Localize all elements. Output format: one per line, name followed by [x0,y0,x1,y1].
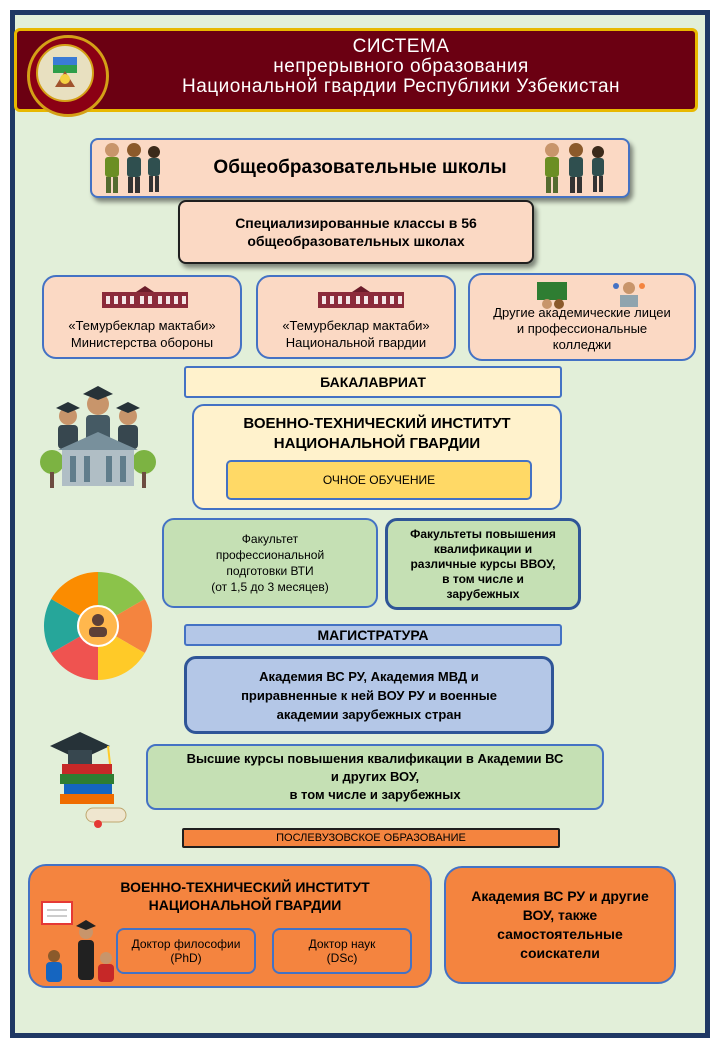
header-banner: СИСТЕМА непрерывного образования Национа… [14,28,698,117]
vti-professional-faculty-label: Факультет профессиональной подготовки ВТ… [211,532,329,594]
other-lyceums-box: Другие академические лицеи и профессиона… [468,273,696,361]
students-right-icon [545,143,604,193]
general-schools-label: Общеобразовательные школы [213,157,507,178]
dsc-label: Доктор наук (DSc) [308,937,376,965]
vti-institute-label: ВОЕННО-ТЕХНИЧЕСКИЙ ИНСТИТУТ НАЦИОНАЛЬНОЙ… [243,415,511,452]
bachelor-title-box: БАКАЛАВРИАТ [184,366,562,398]
general-schools-box: Общеобразовательные школы [90,138,630,198]
phd-label: Доктор философии (PhD) [131,937,241,965]
header-title: СИСТЕМА непрерывного образования Национа… [117,37,685,97]
postgrad-title: ПОСЛЕВУЗОВСКОЕ ОБРАЗОВАНИЕ [276,832,466,844]
doctoral-graduates-icon [41,901,114,982]
students-left-icon [105,143,160,193]
graduates-building-icon [40,386,156,488]
specialized-classes-box: Специализированные классы в 56 общеобраз… [178,200,534,264]
bachelor-title: БАКАЛАВРИАТ [320,374,426,390]
master-title: МАГИСТРАТУРА [317,627,429,643]
school-building-icon [102,286,188,308]
academies-box: Академия ВС РУ, Академия МВД и приравнен… [184,656,554,734]
national-guard-emblem-icon [27,35,109,117]
full-time-study-box: ОЧНОЕ ОБУЧЕНИЕ [226,460,532,500]
postgrad-title-box: ПОСЛЕВУЗОВСКОЕ ОБРАЗОВАНИЕ [182,828,560,848]
education-wheel-icon [43,572,153,680]
student-with-laptop-icon [613,282,645,307]
graduation-books-icon [50,732,127,828]
vti-professional-faculty-box: Факультет профессиональной подготовки ВТ… [162,518,378,608]
qualification-faculties-box: Факультеты повышения квалификации и разл… [385,518,581,610]
higher-courses-box: Высшие курсы повышения квалификации в Ак… [146,744,604,810]
master-title-box: МАГИСТРАТУРА [184,624,562,646]
temurbeklar-mod-label: «Темурбеклар мактаби» Министерства оборо… [68,318,216,350]
specialized-classes-label: Специализированные классы в 56 общеобраз… [235,215,477,249]
temurbeklar-ng-label: «Темурбеклар мактаби» Национальной гвард… [282,318,430,350]
higher-courses-label: Высшие курсы повышения квалификации в Ак… [186,751,564,802]
phd-box: Доктор философии (PhD) [116,928,256,974]
postgrad-institute-label: ВОЕННО-ТЕХНИЧЕСКИЙ ИНСТИТУТ НАЦИОНАЛЬНОЙ… [120,879,370,913]
other-lyceums-label: Другие академические лицеи и профессиона… [493,305,671,352]
qualification-faculties-label: Факультеты повышения квалификации и разл… [410,526,556,601]
temurbeklar-ng-box: «Темурбеклар мактаби» Национальной гвард… [256,275,456,359]
header-line-3: Национальной гвардии Республики Узбекист… [182,76,620,97]
dsc-box: Доктор наук (DSc) [272,928,412,974]
full-time-study-label: ОЧНОЕ ОБУЧЕНИЕ [322,473,436,487]
other-academies-label: Академия ВС РУ и другие ВОУ, также самос… [471,888,649,961]
school-building-icon [318,286,404,308]
header-line-2: непрерывного образования [273,56,529,77]
header-line-1: СИСТЕМА [352,36,450,57]
academies-label: Академия ВС РУ, Академия МВД и приравнен… [241,668,497,722]
other-academies-box: Академия ВС РУ и другие ВОУ, также самос… [444,866,676,984]
classroom-icon [537,282,567,309]
